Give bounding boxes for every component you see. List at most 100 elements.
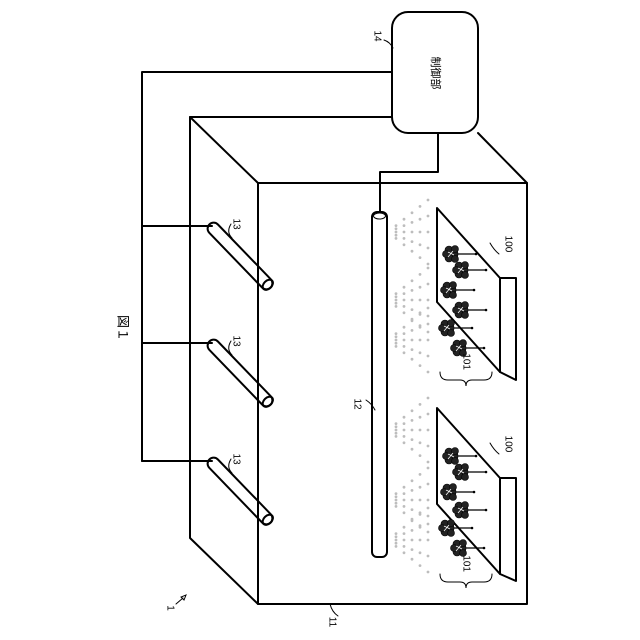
mist-droplet — [403, 231, 406, 234]
mist-droplet — [395, 227, 398, 230]
controller: 制御部 — [392, 12, 478, 133]
chamber-side-face — [190, 117, 258, 604]
mist-droplet — [395, 342, 398, 345]
ref-lamp-bottom: 13 — [230, 453, 241, 465]
mist-droplet — [427, 397, 430, 400]
mist-droplet — [395, 231, 398, 234]
mist-droplet — [395, 495, 398, 498]
mist-droplet — [395, 422, 398, 425]
plant — [453, 464, 488, 481]
plant — [443, 448, 478, 465]
mist-droplet — [411, 348, 414, 351]
mist-droplet — [419, 205, 422, 208]
plants-bottom-bracket — [440, 574, 492, 588]
mist-droplet — [419, 218, 422, 221]
mist-droplet — [411, 508, 414, 511]
plant — [441, 282, 476, 299]
chamber-front-face — [258, 183, 527, 604]
mist-droplet — [395, 539, 398, 542]
nozzle-pipe — [372, 212, 387, 557]
mist-droplet — [427, 467, 430, 470]
mist-droplet — [419, 526, 422, 529]
chamber — [190, 117, 527, 604]
mist-droplet — [411, 211, 414, 214]
plants — [439, 246, 488, 557]
mist-droplet — [427, 267, 430, 270]
mist-droplet — [419, 539, 422, 542]
mist-droplet — [411, 231, 414, 234]
plant — [441, 484, 476, 501]
lamp-middle — [205, 337, 275, 409]
leader-tray-bottom — [490, 443, 499, 454]
mist-droplet — [427, 299, 430, 302]
mist-droplet — [411, 479, 414, 482]
mist-droplet — [403, 351, 406, 354]
mist-droplet — [395, 234, 398, 237]
mist-droplet — [427, 523, 430, 526]
ref-nozzle-pipe: 12 — [351, 398, 362, 410]
mist-droplet — [403, 539, 406, 542]
mist-droplet — [411, 539, 414, 542]
mist-droplet — [427, 263, 430, 266]
mist-droplet — [419, 513, 422, 516]
mist-droplet — [403, 545, 406, 548]
mist-droplet — [427, 445, 430, 448]
plant — [453, 262, 488, 279]
mist-droplet — [411, 319, 414, 322]
mist-droplet — [427, 283, 430, 286]
mist-droplet — [395, 499, 398, 502]
mist-droplet — [427, 247, 430, 250]
mist-droplet — [427, 531, 430, 534]
mist-droplet — [395, 535, 398, 538]
lamp-top — [205, 220, 275, 292]
mist-droplet — [395, 425, 398, 428]
mist-droplet — [419, 473, 422, 476]
mist-droplet — [403, 326, 406, 329]
mist-droplet — [427, 413, 430, 416]
mist-droplet — [411, 279, 414, 282]
mist-droplet — [419, 351, 422, 354]
mist-droplet — [411, 519, 414, 522]
mist-droplet — [403, 526, 406, 529]
mist-droplet — [411, 339, 414, 342]
mist-droplet — [403, 299, 406, 302]
mist-droplet — [395, 335, 398, 338]
mist-droplet — [403, 532, 406, 535]
mist-droplet — [419, 403, 422, 406]
mist-droplet — [403, 286, 406, 289]
mist-droplet — [403, 292, 406, 295]
mist-droplet — [427, 515, 430, 518]
mist-droplet — [403, 311, 406, 314]
mist-droplet — [427, 429, 430, 432]
mist-droplet — [403, 551, 406, 554]
mist-droplet — [403, 505, 406, 508]
ref-plants-top: 101 — [460, 353, 471, 370]
mist-droplet — [419, 499, 422, 502]
mist-droplet — [411, 429, 414, 432]
mist-droplet — [419, 273, 422, 276]
figure-title: 図１ — [115, 315, 130, 341]
mist-droplet — [419, 286, 422, 289]
plant — [451, 540, 486, 557]
lamp-bottom — [205, 455, 275, 527]
plants-top-bracket — [440, 372, 492, 386]
mist-droplet — [403, 305, 406, 308]
ref-controller: 14 — [371, 30, 382, 42]
mist-droplet — [427, 539, 430, 542]
ref-plants-bottom: 101 — [460, 555, 471, 572]
mist-droplet — [419, 313, 422, 316]
mist-droplet — [403, 339, 406, 342]
mist-droplet — [403, 511, 406, 514]
mist-droplet — [419, 416, 422, 419]
mist-droplet — [427, 483, 430, 486]
mist-droplet — [419, 486, 422, 489]
mist-droplet — [427, 555, 430, 558]
mist-droplet — [395, 295, 398, 298]
mist-droplet — [427, 507, 430, 510]
mist-droplet — [427, 315, 430, 318]
mist-droplet — [427, 355, 430, 358]
mist-droplet — [419, 441, 422, 444]
controller-label: 制御部 — [429, 57, 443, 90]
mist-droplet — [395, 435, 398, 438]
mist-droplet — [395, 292, 398, 295]
